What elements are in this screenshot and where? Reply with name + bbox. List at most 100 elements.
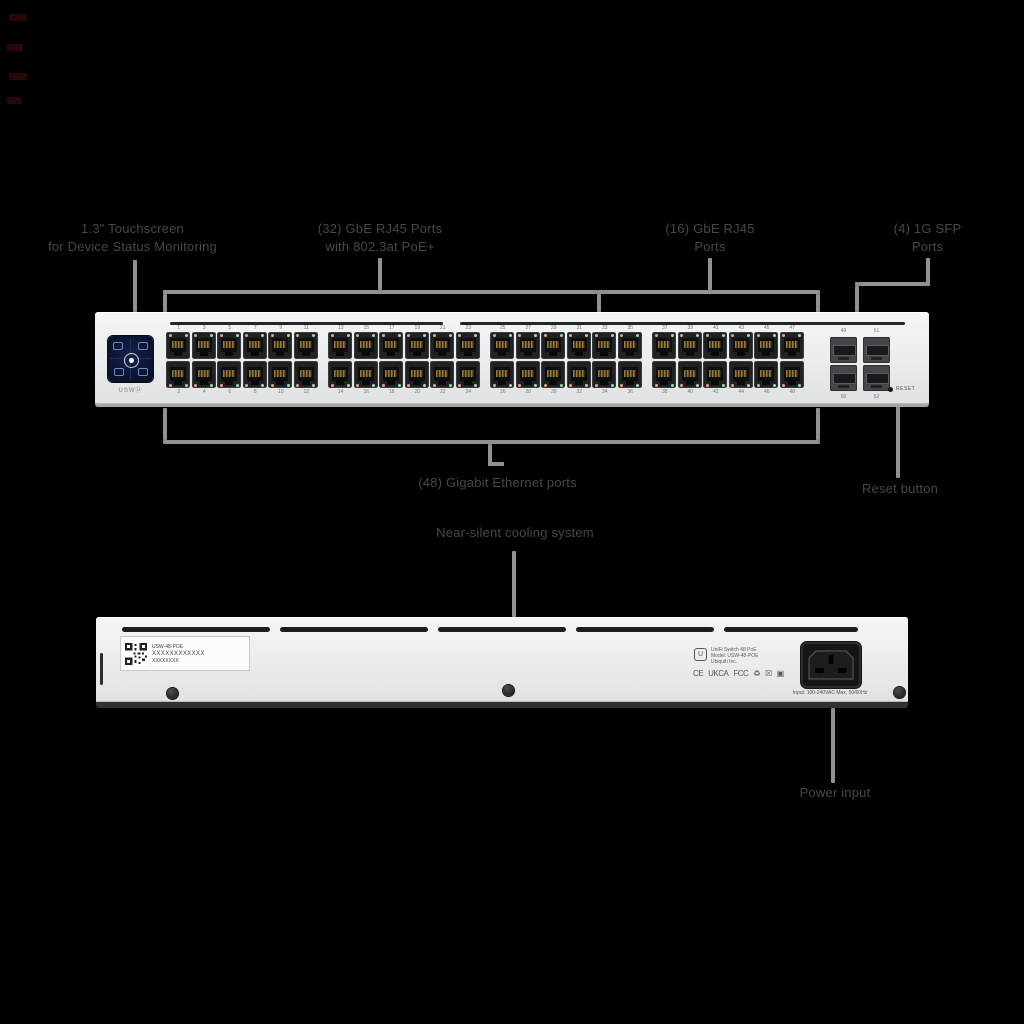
callout-power: Power input <box>775 784 895 802</box>
callout-all-ports-line1: (48) Gigabit Ethernet ports <box>418 475 577 490</box>
port-cavity <box>195 367 212 381</box>
port-number: 44 <box>738 389 745 395</box>
rj45-port <box>379 361 403 388</box>
callout-sfp-ports-line2: Ports <box>911 239 944 254</box>
callout-reset-line1: Reset button <box>861 481 939 496</box>
camera-icon <box>113 342 123 350</box>
port-notch <box>438 352 446 356</box>
port-number: 30 <box>550 389 557 395</box>
port-number: 7 <box>253 325 257 331</box>
port-notch <box>498 352 506 356</box>
callout-touchscreen-line1: 1.3" Touchscreen <box>81 221 184 236</box>
link-led-green <box>474 383 477 387</box>
nameplate-line1: UniFi Switch 48 PoE <box>711 647 757 653</box>
port-notch <box>174 352 182 356</box>
rj45-port <box>242 332 267 359</box>
port-cavity <box>195 338 212 352</box>
port-notch <box>549 352 557 356</box>
poe-led-orange <box>194 383 197 387</box>
rj45-port <box>268 332 292 359</box>
port-number: 34 <box>601 389 608 395</box>
callout-cooling-line1: Near-silent cooling system <box>436 525 594 540</box>
port-pins <box>683 370 696 377</box>
port-pins <box>334 370 346 377</box>
callout-poe-ports-line1: (32) GbE RJ45 Ports <box>317 221 443 236</box>
port-notch <box>174 381 182 385</box>
port-cavity <box>221 338 237 352</box>
link-led-green <box>534 383 537 387</box>
poe-led-orange <box>168 333 172 337</box>
port-number: 12 <box>303 389 310 395</box>
port-cavity <box>494 338 510 352</box>
rj45-port <box>754 332 778 359</box>
port-cavity <box>621 338 638 352</box>
rj45-port <box>353 332 378 359</box>
rj45-port <box>430 332 454 359</box>
rj45-port <box>455 361 480 388</box>
poe-led-orange <box>654 333 658 337</box>
port-cavity <box>596 338 612 352</box>
port-cavity <box>272 367 288 381</box>
port-number: 39 <box>687 325 694 331</box>
link-led-green <box>184 383 188 387</box>
port-cavity <box>494 367 510 381</box>
port-pins <box>248 370 261 377</box>
port-notch <box>463 381 472 385</box>
poe-led-orange <box>680 333 683 337</box>
sfp-port-number: 51 <box>873 328 880 334</box>
reset-label: RESET <box>896 386 916 392</box>
poe-led-orange <box>680 383 683 387</box>
leader-sfp-h <box>855 282 930 286</box>
link-led-green <box>721 333 725 337</box>
port-pins <box>248 341 261 348</box>
link-led-green <box>423 383 426 387</box>
rj45-port <box>379 332 403 359</box>
port-number: 23 <box>465 325 472 331</box>
touchscreen-display <box>108 336 153 382</box>
port-notch <box>711 381 719 385</box>
callout-reset: Reset button <box>840 480 960 498</box>
port-notch <box>199 381 208 385</box>
leader-cooling <box>512 551 516 617</box>
port-number: 25 <box>499 325 506 331</box>
port-pins <box>197 370 210 377</box>
leader-touchscreen <box>133 260 137 312</box>
cert-mark-icon: UKCA <box>708 669 729 678</box>
port-number: 26 <box>499 389 506 395</box>
sfp-latch <box>838 385 849 388</box>
poe-led-orange <box>458 333 461 337</box>
phone-icon <box>114 368 124 376</box>
port-notch <box>336 381 344 385</box>
leader-power <box>831 708 835 783</box>
poe-led-orange <box>594 383 598 387</box>
poe-led-orange <box>620 383 623 387</box>
cert-mark-icon: ☒ <box>764 669 772 678</box>
link-led-green <box>372 383 375 387</box>
callout-sfp-ports: (4) 1G SFP Ports <box>855 220 1000 256</box>
rj45-port <box>455 332 480 359</box>
port-number: 20 <box>414 389 421 395</box>
port-notch <box>711 352 719 356</box>
link-led-green <box>184 333 188 337</box>
poe-led-orange <box>756 383 760 387</box>
poe-led-orange <box>458 383 461 387</box>
port-cavity <box>732 367 749 381</box>
callout-sfp-ports-line1: (4) 1G SFP <box>893 221 962 236</box>
rj45-port <box>293 332 318 359</box>
port-cavity <box>383 367 399 381</box>
port-row-bottom <box>652 361 805 388</box>
cert-mark-icon: CE <box>693 669 704 678</box>
port-cavity <box>434 338 450 352</box>
callout-power-line1: Power input <box>799 785 871 800</box>
port-cavity <box>545 367 561 381</box>
port-cavity <box>332 338 348 352</box>
bracket-bottom-tick <box>163 408 167 440</box>
port-notch <box>574 352 583 356</box>
port-pins <box>223 341 235 348</box>
port-notch <box>387 381 395 385</box>
port-cavity <box>459 338 476 352</box>
rj45-port <box>268 361 292 388</box>
